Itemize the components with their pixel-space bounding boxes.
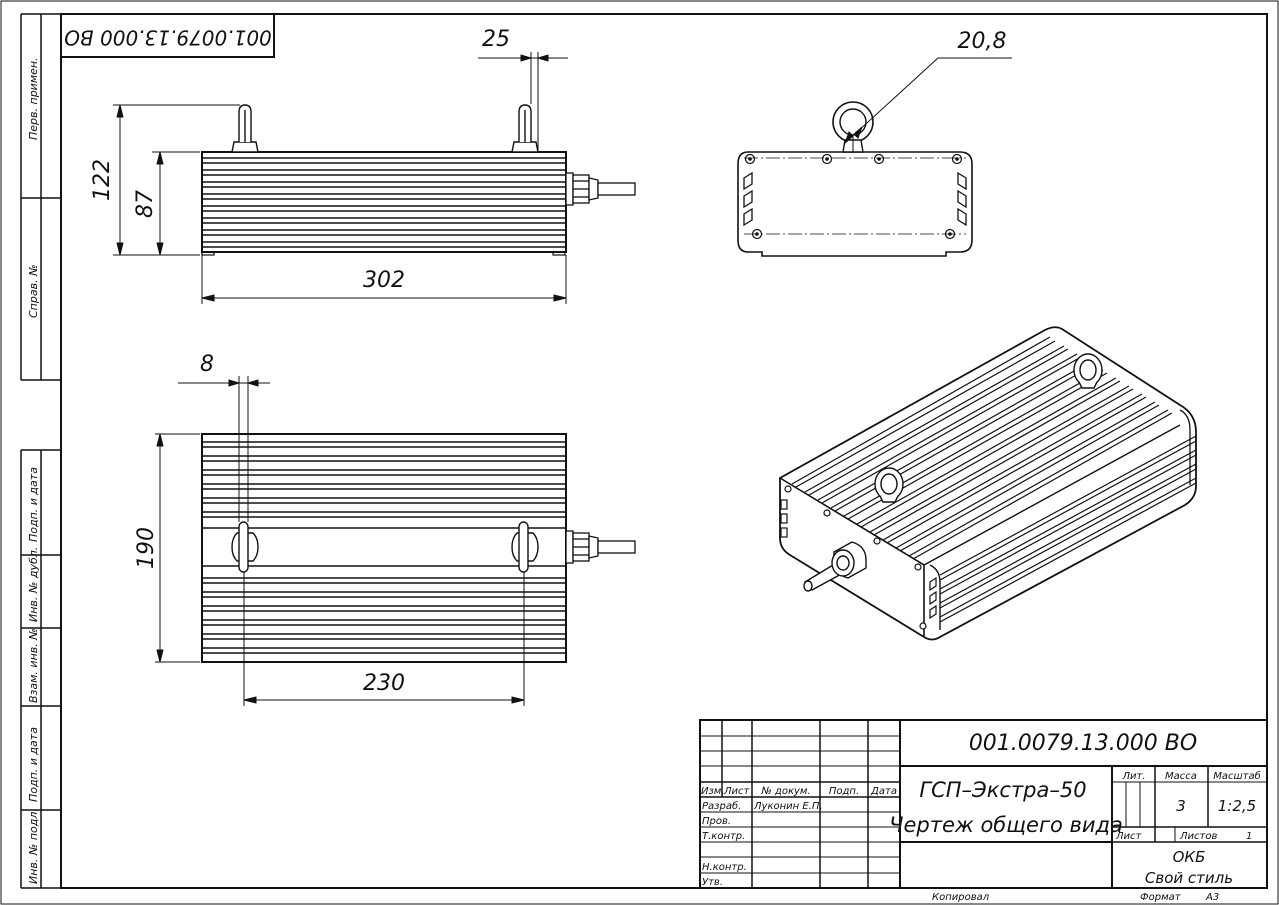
sidebar-vzam-inv: Взам. инв. № [27, 628, 40, 703]
title-product-name: ГСП–Экстра–50 [919, 778, 1086, 802]
sidebar-inv-podl: Инв. № подл. [27, 808, 40, 884]
title-document-name: Чертеж общего вида [889, 813, 1123, 837]
plan-view [201, 433, 636, 663]
footer-kopiroval: Копировал [932, 892, 990, 903]
footer-format-label: Формат [1140, 892, 1182, 903]
sidebar-podp-data-2: Подп. и дата [27, 727, 40, 802]
row-razrab: Разраб. [702, 800, 741, 812]
mass-label: Масса [1165, 771, 1197, 782]
title-designation: 001.0079.13.000 ВО [969, 731, 1197, 756]
col-doc: № докум. [760, 786, 810, 797]
scale-value: 1:2,5 [1218, 797, 1256, 815]
col-izm: Изм. [701, 786, 725, 797]
col-data: Дата [870, 786, 897, 797]
sidebar-perv-primen: Перв. примен. [27, 57, 40, 140]
dim-plan-spacing: 230 [363, 671, 405, 696]
plan-dimensions [155, 376, 525, 706]
dim-eye-offset: 25 [482, 27, 510, 52]
footer-format-value: А3 [1205, 892, 1219, 903]
lit-label: Лит. [1121, 771, 1145, 782]
row-utv: Утв. [702, 877, 723, 888]
dim-plan-height: 190 [134, 527, 159, 569]
dim-plan-offset: 8 [200, 352, 214, 377]
left-sidebar [20, 13, 61, 889]
isometric-view [779, 326, 1197, 641]
dim-width-top: 302 [363, 268, 405, 293]
end-view [737, 101, 973, 257]
org-line2: Свой стиль [1145, 869, 1233, 887]
razrab-name: Луконин Е.П. [753, 801, 823, 812]
sidebar-podp-data-1: Подп. и дата [27, 467, 40, 542]
designation-box-top [60, 13, 275, 58]
sheets-label: Листов [1179, 831, 1217, 842]
title-block [699, 719, 1268, 889]
eye-leader [844, 57, 1012, 144]
sheet-label: Лист [1115, 831, 1143, 842]
sidebar-sprav-no: Справ. № [27, 264, 40, 318]
front-view [201, 104, 636, 256]
row-nkontr: Н.контр. [702, 862, 747, 873]
drawing-frame [60, 13, 1268, 889]
org-line1: ОКБ [1173, 848, 1206, 866]
scale-label: Масштаб [1213, 770, 1261, 782]
dim-eye-diameter: 20,8 [958, 29, 1007, 54]
row-prov: Пров. [702, 816, 731, 827]
col-list: Лист [723, 786, 751, 797]
mass-value: 3 [1176, 797, 1186, 815]
col-podp: Подп. [829, 786, 859, 797]
sidebar-inv-dubl: Инв. № дубл. [27, 547, 40, 622]
dim-height-total: 122 [90, 159, 115, 201]
sheets-value: 1 [1246, 831, 1252, 842]
front-dimensions [113, 52, 568, 304]
row-tkontr: Т.контр. [702, 831, 745, 842]
dim-height-body: 87 [133, 190, 158, 218]
designation-rotated: 001.0079.13.000 ВО [64, 26, 272, 50]
